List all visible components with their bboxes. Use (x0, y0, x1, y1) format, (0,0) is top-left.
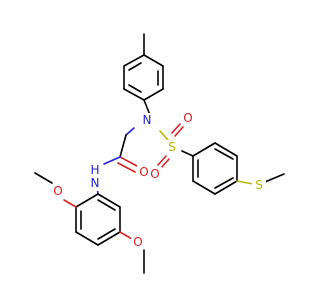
thioanisole-ring (192, 142, 285, 195)
bond-s-o-double-c (157, 155, 167, 166)
bond-s-o-double-d (160, 158, 170, 169)
atom-o-sulfonyl-lower: O (148, 167, 162, 181)
atom-o-sulfonyl-upper: O (181, 111, 195, 125)
tolyl-group (123, 33, 164, 101)
bond-s-o-double-b (174, 126, 184, 137)
bond-s-aryl (181, 150, 194, 157)
bond-s-o-double-a (171, 123, 181, 134)
svg-text:S: S (255, 178, 263, 192)
bond-ring-n (143, 99, 151, 116)
atom-o-carbonyl: O (137, 165, 151, 179)
svg-text:O: O (139, 165, 148, 179)
svg-text:O: O (183, 111, 192, 125)
bond-carbonyl-double-b (117, 162, 136, 173)
svg-text:S: S (168, 140, 176, 154)
dimethoxyphenyl-ring (34, 172, 145, 274)
svg-text:H: H (90, 163, 99, 177)
svg-text:O: O (53, 184, 62, 198)
bond-carbonyl-double-a (119, 156, 138, 167)
bond-carbonyl-nh (103, 156, 121, 165)
svg-text:O: O (150, 167, 159, 181)
atom-o-methoxy-lower: O (131, 235, 145, 249)
svg-text:N: N (143, 113, 152, 127)
atom-nh-amide: H N (88, 163, 102, 191)
bond-n-ch2 (125, 127, 135, 136)
svg-text:O: O (133, 235, 142, 249)
bond-n-s (159, 130, 169, 141)
svg-text:N: N (91, 176, 100, 190)
molecule-structure-diagram: N S O O S O H N O O (34, 33, 285, 274)
atom-n-sulfonamide: N (140, 113, 154, 127)
atom-s-sulfonyl: S (165, 140, 179, 154)
bond-ch2-carbonyl (119, 134, 127, 158)
atom-o-methoxy-upper: O (51, 184, 65, 198)
atom-s-thioether: S (252, 178, 266, 192)
